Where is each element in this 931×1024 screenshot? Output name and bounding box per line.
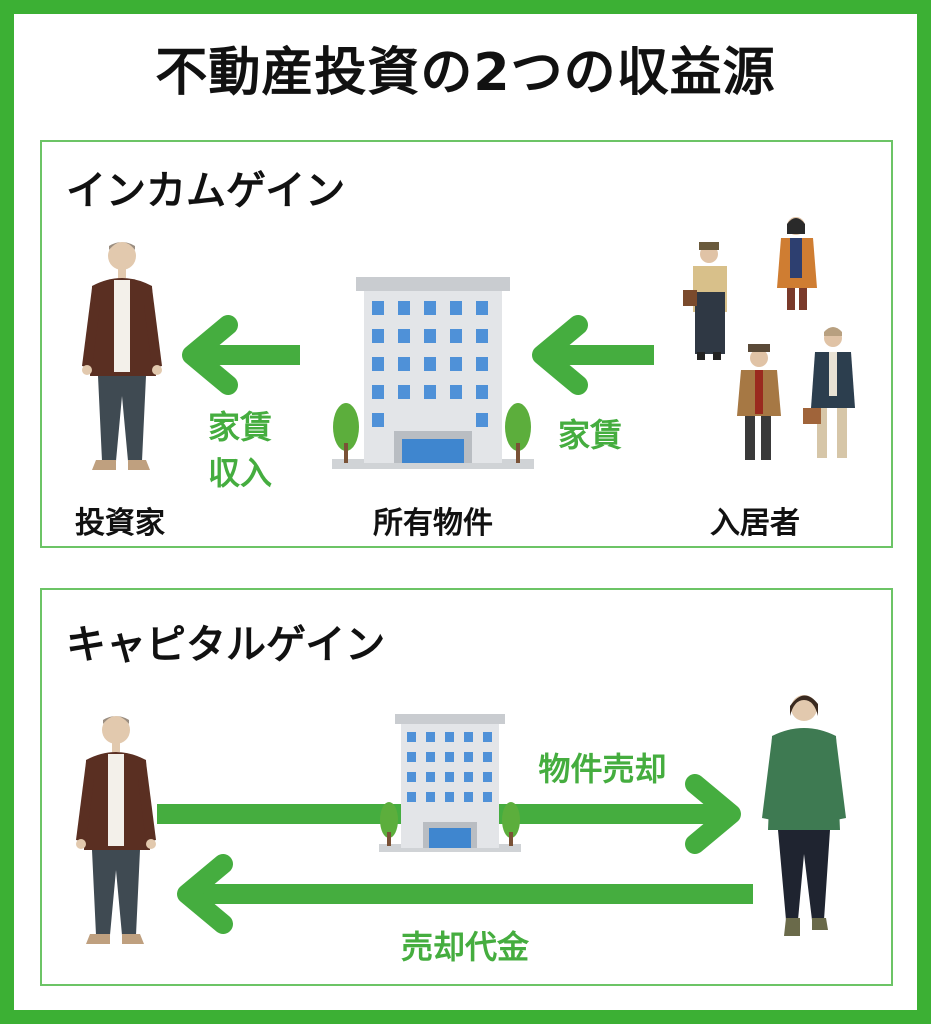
rent-label: 家賃: [557, 416, 622, 454]
property-building-icon: [332, 277, 534, 469]
proceeds-arrow: [177, 854, 753, 934]
capital-gain-heading: キャピタルゲイン: [66, 622, 386, 668]
tenant-figure: [803, 327, 855, 458]
tenant-figure: [777, 217, 817, 310]
tenants-group: [683, 217, 855, 460]
property-label: 所有物件: [373, 506, 493, 541]
buyer-figure: [762, 695, 846, 936]
rent-income-arrow: [182, 315, 300, 395]
rent-income-label-line2: 収入: [207, 454, 272, 492]
proceeds-label: 売却代金: [400, 928, 529, 966]
investor-label: 投資家: [75, 506, 165, 541]
page-title: 不動産投資の2つの収益源: [155, 43, 776, 103]
tenants-label: 入居者: [710, 506, 800, 541]
investor-figure: [76, 716, 156, 944]
rent-income-label-line1: 家賃: [207, 408, 272, 446]
income-gain-heading: インカムゲイン: [66, 168, 346, 214]
investor-figure: [82, 242, 162, 470]
tenant-figure: [737, 344, 781, 460]
sale-label: 物件売却: [538, 750, 667, 788]
rent-arrow: [532, 315, 654, 395]
tenant-figure: [683, 242, 727, 360]
sold-property-building-icon: [379, 714, 521, 852]
